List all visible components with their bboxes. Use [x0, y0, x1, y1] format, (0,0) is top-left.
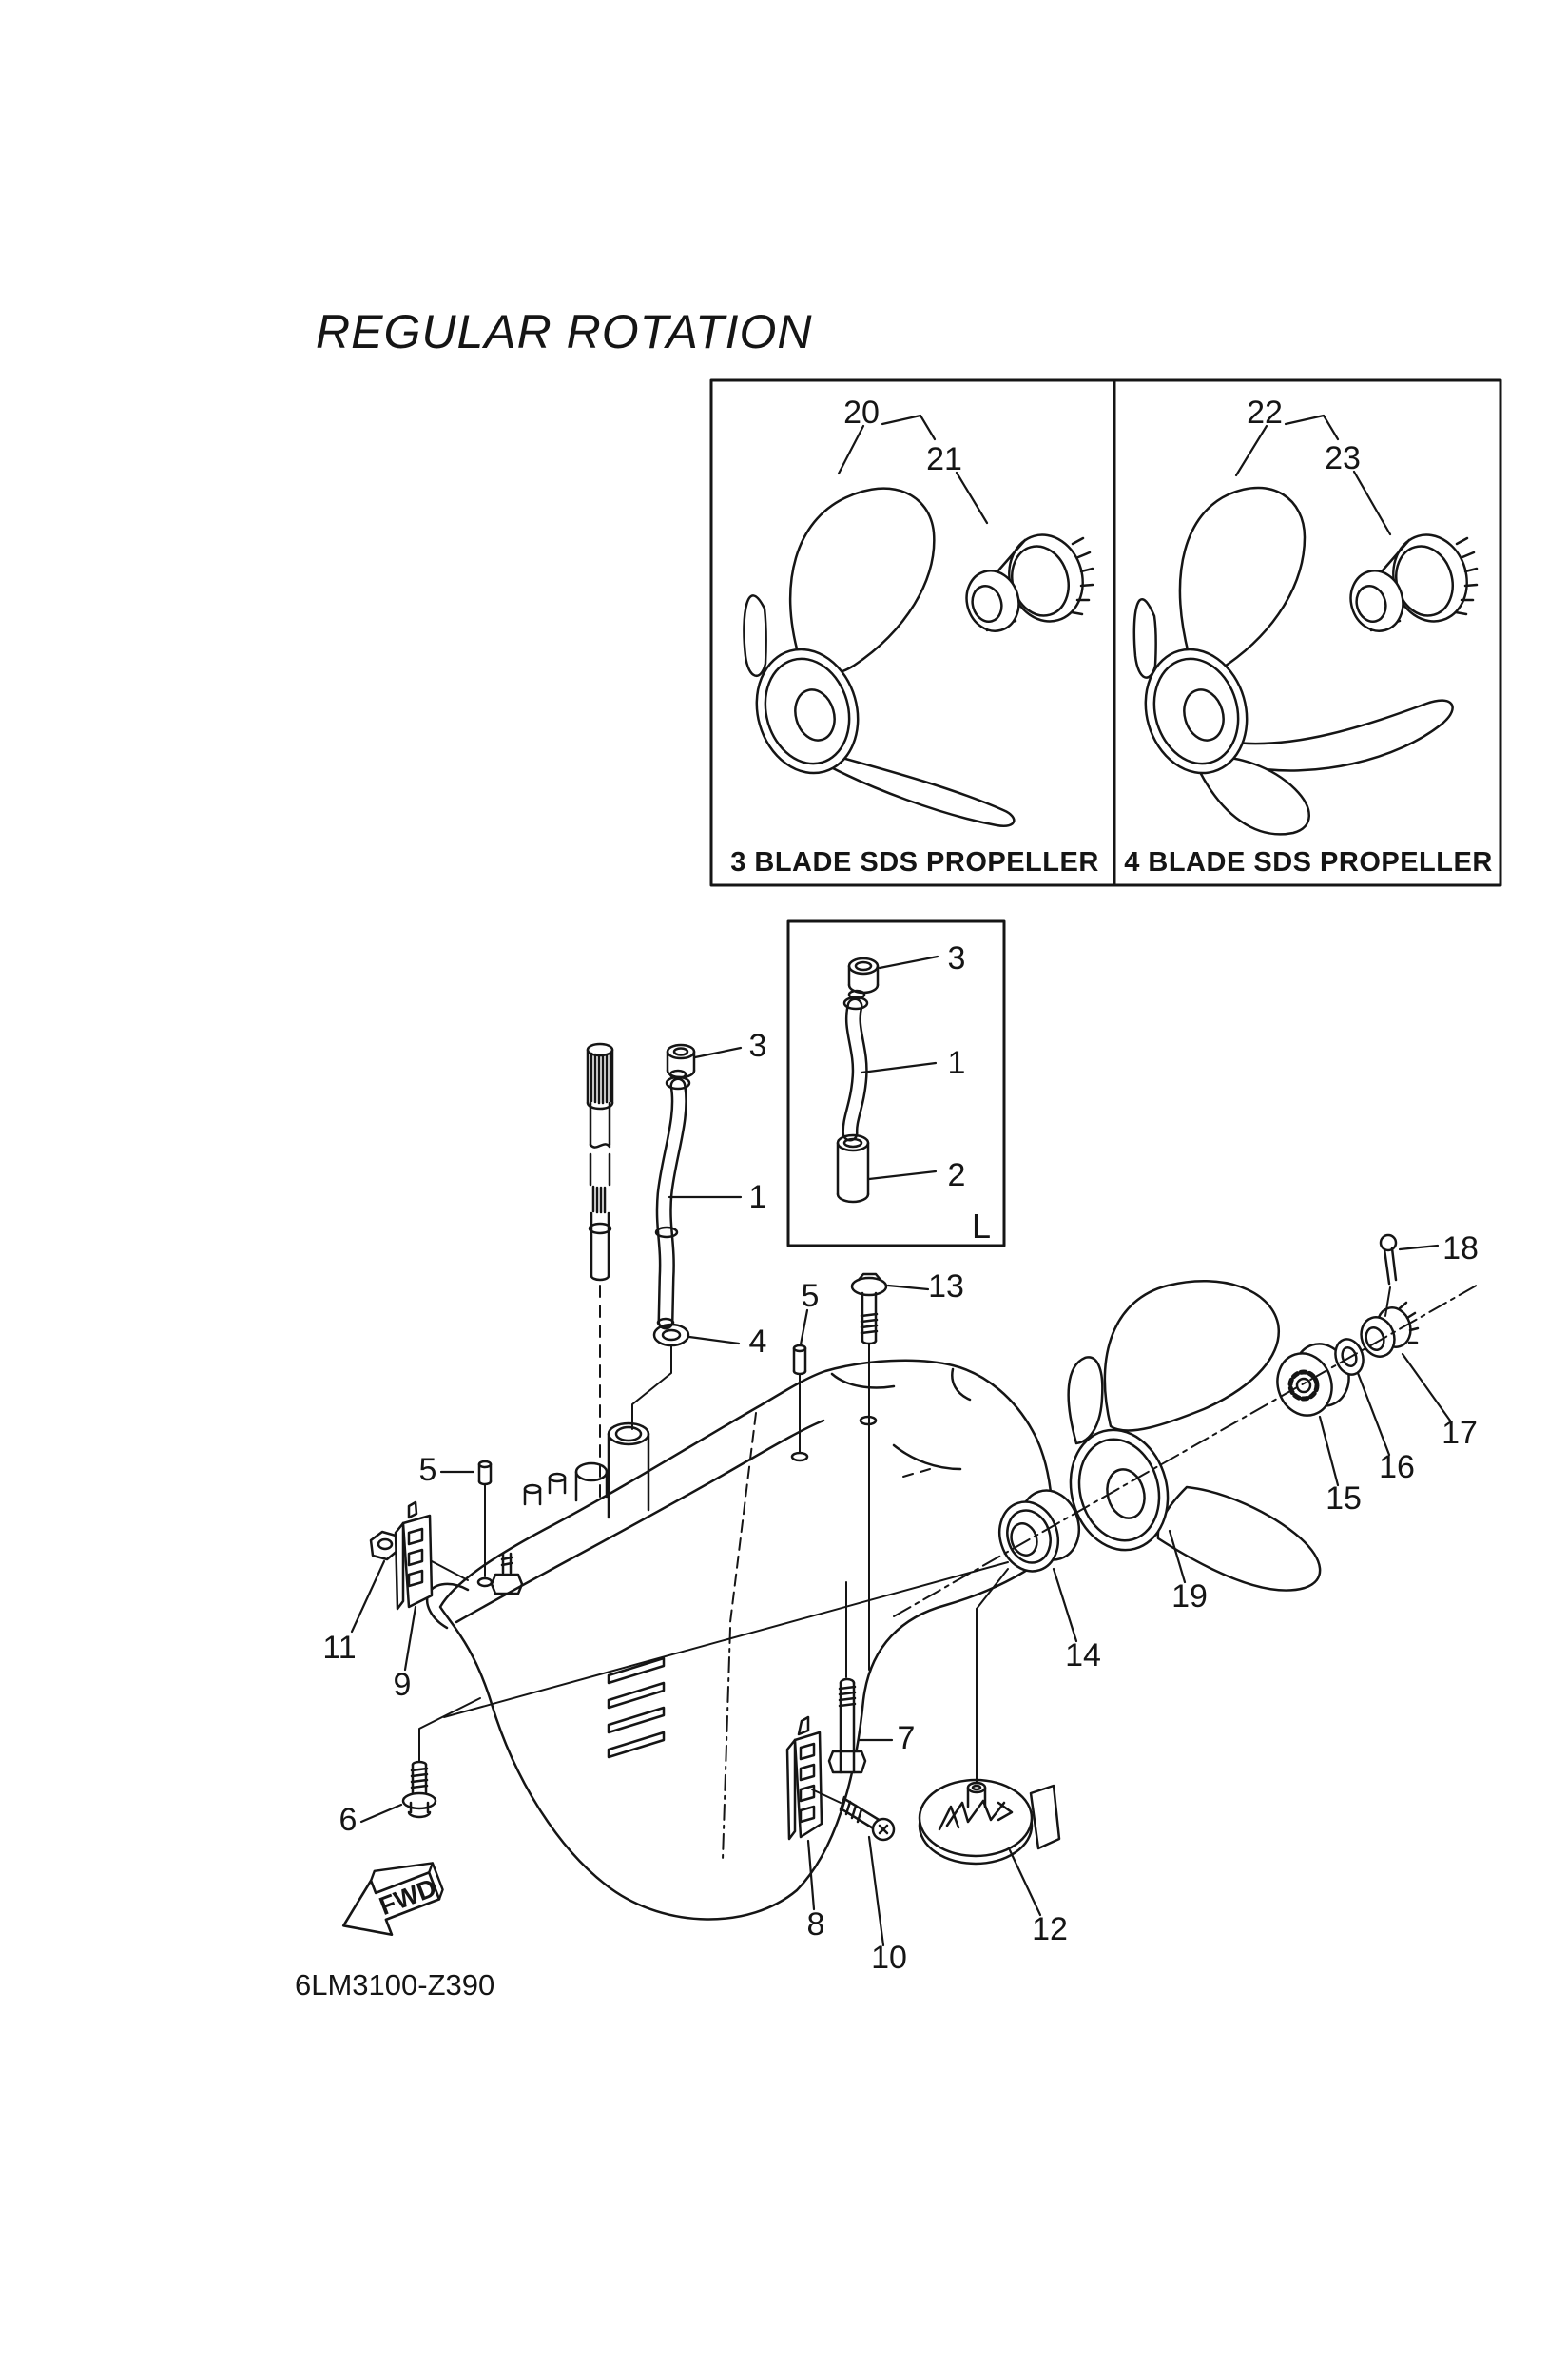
callout-4: 4 [749, 1324, 767, 1360]
propshaft-parts-drawing [998, 1233, 1420, 1592]
left-parts-drawing [369, 1460, 493, 1819]
inset-callout-3: 3 [948, 940, 966, 976]
bottom-parts-drawing [785, 1568, 1061, 1866]
leader-lines [350, 414, 1452, 1947]
top-fasteners-drawing [792, 1272, 888, 1671]
gearcase-drawing [425, 1359, 1055, 1921]
callout-14: 14 [1065, 1637, 1101, 1673]
fwd-arrow: FWD [341, 1862, 444, 1937]
callout-21: 21 [926, 441, 962, 477]
callout-12: 12 [1032, 1911, 1068, 1947]
shift-rod-drawing [631, 1043, 696, 1430]
callout-13: 13 [928, 1268, 964, 1305]
callout-5-left: 5 [419, 1452, 437, 1488]
callout-9: 9 [394, 1667, 412, 1703]
callout-8: 8 [807, 1906, 825, 1943]
caption-3-blade: 3 BLADE SDS PROPELLER [730, 847, 1099, 878]
callout-1: 1 [749, 1179, 767, 1215]
inset-callout-1: 1 [948, 1045, 966, 1081]
callout-3: 3 [749, 1028, 767, 1064]
alignment-lines [443, 1283, 1481, 1718]
three-blade-propeller-drawing [743, 487, 1016, 827]
callout-19: 19 [1171, 1578, 1208, 1615]
propeller-nut-drawing-left [965, 533, 1094, 632]
caption-4-blade: 4 BLADE SDS PROPELLER [1124, 847, 1493, 878]
callout-10: 10 [871, 1940, 907, 1976]
page-title: REGULAR ROTATION [316, 305, 813, 358]
inset-callout-2: 2 [948, 1157, 966, 1193]
callout-20: 20 [843, 395, 880, 431]
inset-corner-label: L [972, 1207, 991, 1246]
diagram-part-code: 6LM3100-Z390 [295, 1968, 494, 2001]
callout-17: 17 [1442, 1415, 1478, 1451]
callout-23: 23 [1325, 440, 1361, 476]
callout-7: 7 [898, 1720, 916, 1756]
propeller-nut-drawing-right [1349, 533, 1479, 632]
callout-5-mid: 5 [802, 1278, 820, 1314]
inset-box [786, 919, 1006, 1247]
callout-22: 22 [1247, 395, 1283, 431]
propeller-comparison-box [709, 378, 1502, 887]
callout-16: 16 [1379, 1449, 1415, 1485]
callout-11: 11 [322, 1630, 356, 1666]
callout-18: 18 [1442, 1230, 1479, 1267]
four-blade-propeller-drawing [1132, 486, 1454, 836]
callout-6: 6 [339, 1802, 358, 1838]
callout-15: 15 [1326, 1480, 1362, 1517]
